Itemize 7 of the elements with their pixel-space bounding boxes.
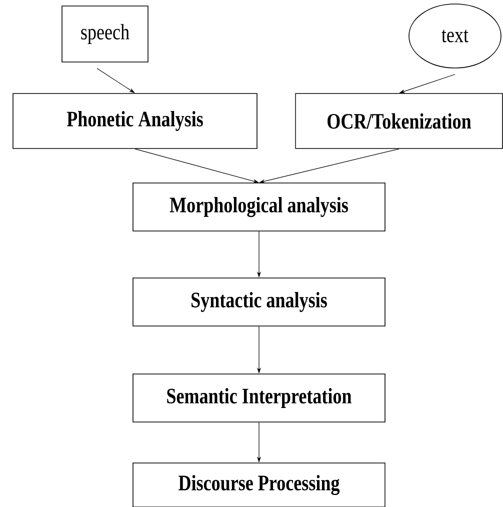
process-box: Morphological analysis — [132, 182, 386, 232]
process-box: Syntactic analysis — [132, 278, 386, 326]
process-box: Semantic Interpretation — [132, 374, 386, 422]
process-box: Discourse Processing — [132, 462, 386, 507]
input-box: speech — [62, 6, 148, 62]
process-box: OCR/Tokenization — [295, 93, 503, 149]
process-box: Phonetic Analysis — [12, 93, 258, 149]
